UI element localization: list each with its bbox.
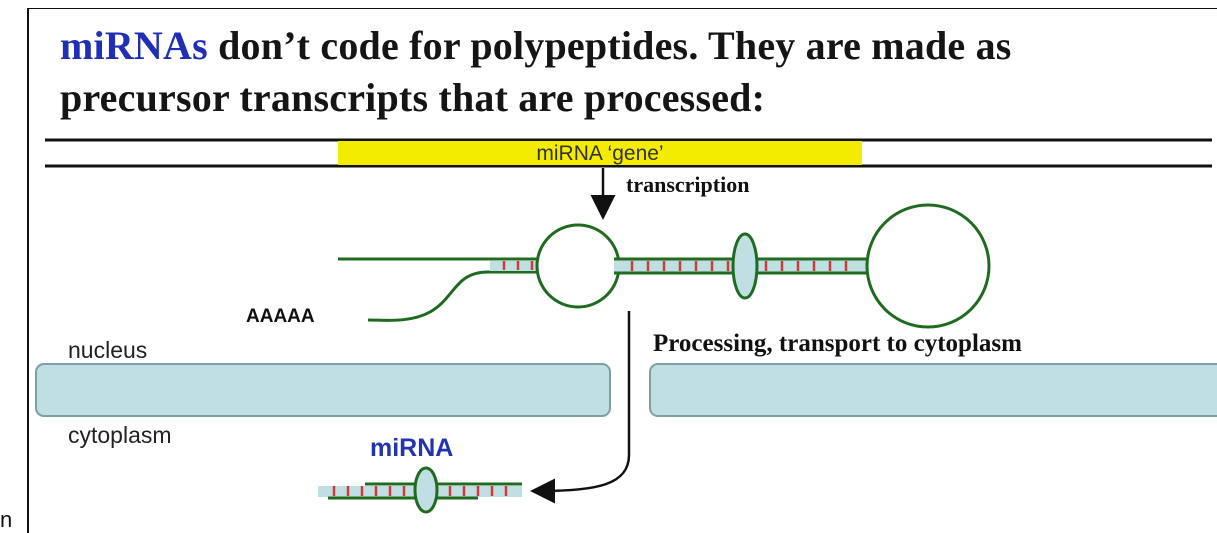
pri-mirna-left-base-pairs [502,261,534,270]
processing-label: Processing, transport to cytoplasm [653,330,1022,357]
mature-mirna-bulge [413,466,439,514]
mirna-gene-label: miRNA ‘gene’ [536,142,663,165]
slide-title: miRNAs don’t code for polypeptides. They… [60,20,1200,124]
title-keyword: miRNAs [60,23,208,68]
title-line-1: miRNAs don’t code for polypeptides. They… [60,20,1200,72]
mature-mirna-base-pairs [332,486,508,496]
mirna-gene-highlight [338,141,862,165]
mature-mirna-duplex: miRNA [318,434,522,514]
pri-mirna-terminal-loop [535,223,621,309]
export-arrow [530,311,631,504]
title-line-2: precursor transcripts that are processed… [60,75,766,120]
poly-a-tail-label: AAAAA [246,306,315,327]
nuclear-membrane-right [649,363,1217,417]
mature-mirna-label: miRNA [370,434,453,462]
nuclear-membrane-left [35,363,611,417]
pri-mirna-transcript [338,203,991,329]
stray-footer-glyph: n [0,507,13,532]
cytoplasm-label: cytoplasm [68,422,172,448]
pri-mirna-lower-strand [367,270,545,322]
pri-mirna-large-loop [865,203,991,329]
nucleus-label: nucleus [68,337,147,363]
pri-mirna-stem-base-pairs [630,261,848,271]
pri-mirna-bulge [731,232,759,300]
transcription-label: transcription [626,172,749,197]
title-line-1-rest: don’t code for polypeptides. They are ma… [207,23,1012,68]
